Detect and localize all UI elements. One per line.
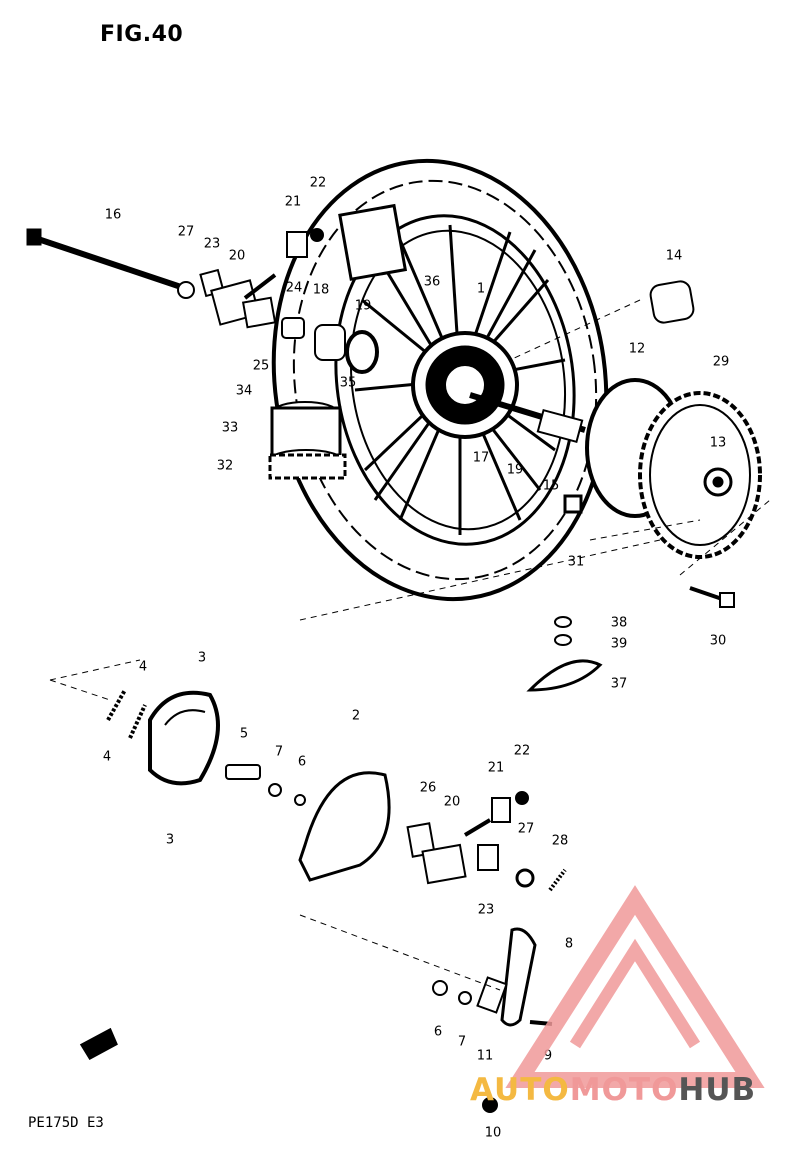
part-label: 28: [552, 834, 569, 849]
part-label: 17: [473, 451, 490, 466]
part-label: 27: [178, 225, 195, 240]
watermark-text: AUTOMOTOHUB: [470, 1072, 756, 1108]
part-label: 25: [253, 359, 270, 374]
leader-lines: [49, 299, 771, 991]
rear-wheel-assembly: [271, 158, 609, 602]
part-label: 5: [240, 727, 248, 742]
watermark-part-3: HUB: [678, 1072, 757, 1108]
part-label: 33: [222, 421, 239, 436]
tire-inner-edge: [292, 179, 598, 581]
part-label: 24: [286, 281, 303, 296]
part-label: 4: [139, 660, 147, 675]
part-label: 22: [514, 744, 531, 759]
watermark-part-1: AUTO: [470, 1072, 570, 1108]
watermark-part-2: MOTO: [569, 1072, 679, 1108]
part-label: 34: [236, 384, 253, 399]
part-label: 20: [229, 249, 246, 264]
part-label: 39: [611, 637, 628, 652]
rim-outer: [334, 214, 576, 546]
part-label: 35: [340, 376, 357, 391]
model-code: PE175D E3: [28, 1115, 104, 1131]
brake-components: [79, 689, 567, 1113]
part-label: 31: [568, 555, 585, 570]
part-label: 30: [710, 634, 727, 649]
part-label: 9: [544, 1049, 552, 1064]
part-label: 21: [285, 195, 302, 210]
part-label: 23: [204, 237, 221, 252]
part-label: 6: [298, 755, 306, 770]
part-label: 18: [313, 283, 330, 298]
part-label: 27: [518, 822, 535, 837]
part-label: 15: [543, 479, 560, 494]
part-label: 3: [166, 833, 174, 848]
part-label: 11: [477, 1049, 494, 1064]
part-label: 12: [629, 342, 646, 357]
part-label: 7: [275, 745, 283, 760]
part-label: 38: [611, 616, 628, 631]
part-label: 29: [713, 355, 730, 370]
part-label: 32: [217, 459, 234, 474]
part-label: 10: [485, 1126, 502, 1141]
part-label: 6: [434, 1025, 442, 1040]
triangle-logo: [505, 885, 765, 1088]
part-label: 14: [666, 249, 683, 264]
part-label: 23: [478, 903, 495, 918]
axle: [26, 228, 191, 293]
part-label: 1: [477, 282, 485, 297]
tire-outline: [271, 158, 609, 602]
part-label: 22: [310, 176, 327, 191]
part-label: 13: [710, 436, 727, 451]
part-label: 20: [444, 795, 461, 810]
lower-right-hardware: [526, 586, 735, 692]
part-label: 4: [103, 750, 111, 765]
part-label: 36: [424, 275, 441, 290]
rim-inner: [349, 229, 567, 531]
part-label: 19: [355, 299, 372, 314]
part-label: 21: [488, 761, 505, 776]
part-label: 8: [565, 937, 573, 952]
part-label: 7: [458, 1035, 466, 1050]
upper-small-parts: [177, 228, 695, 514]
part-label: 26: [420, 781, 437, 796]
part-label: 16: [105, 208, 122, 223]
part-label: 37: [611, 677, 628, 692]
sprocket-assembly: [585, 378, 762, 559]
part-label: 3: [198, 651, 206, 666]
part-label: 2: [352, 709, 360, 724]
part-label: 19: [507, 463, 524, 478]
part-number-labels: 16 27 23 20 21 22 24 18 19 25 36 1 34 35…: [103, 176, 729, 1141]
figure-title: FIG.40: [100, 22, 184, 47]
